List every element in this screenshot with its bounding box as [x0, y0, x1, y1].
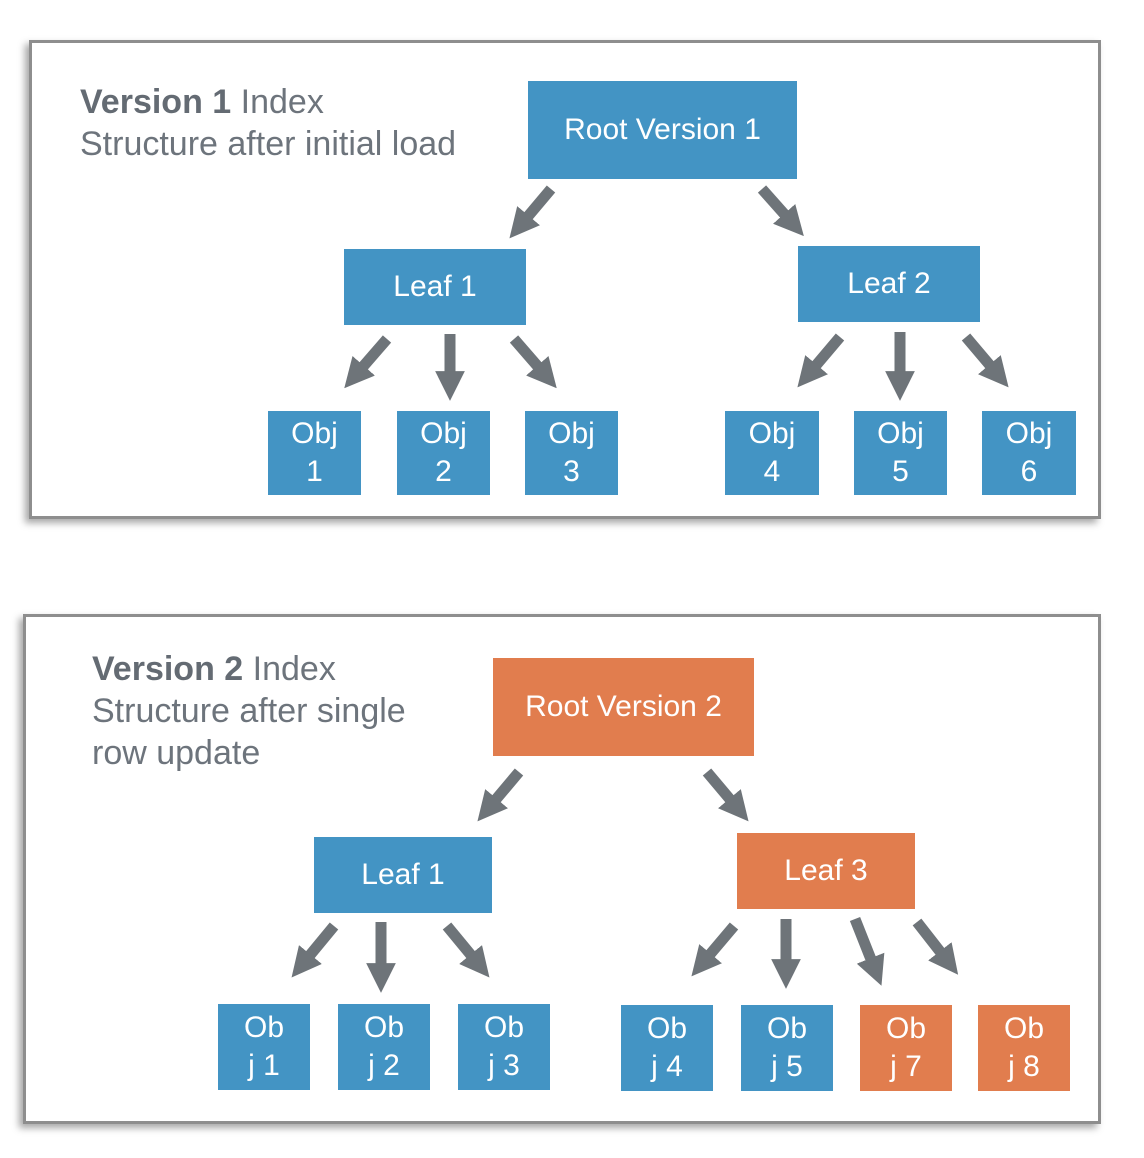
arrow-leaf-1-to-obj-1 — [291, 922, 339, 978]
node-label-line1: Obj — [748, 417, 796, 450]
arrow-leaf-3-to-obj-4 — [691, 922, 739, 977]
root-version-1-node: Root Version 1 — [528, 81, 797, 179]
node-label: Leaf 1 — [361, 858, 445, 891]
node-label-line2: j 4 — [651, 1050, 683, 1083]
arrow-root-to-leaf-3 — [702, 768, 749, 822]
version-1-arrows — [344, 185, 1009, 401]
node-label-line1: Obj — [1005, 417, 1053, 450]
leaf-2-node: Leaf 2 — [798, 246, 980, 322]
node-label-line2: 4 — [763, 455, 781, 488]
version-2-panel: Version 2 Index Structure after single r… — [23, 614, 1101, 1124]
version-1-panel: Version 1 Index Structure after initial … — [29, 40, 1101, 519]
arrow-leaf-1-to-obj-1 — [344, 335, 392, 389]
node-label-line1: Ob — [1003, 1012, 1045, 1045]
node-label-line2: j 5 — [771, 1050, 803, 1083]
obj-3-node: Obj 3 — [525, 411, 618, 495]
node-label-line2: 3 — [563, 455, 580, 488]
obj-5-node: Ob j 5 — [741, 1005, 833, 1091]
arrow-leaf-3-to-obj-8 — [912, 918, 959, 975]
obj-2-node: Ob j 2 — [338, 1004, 430, 1090]
arrow-leaf-1-to-obj-3 — [509, 335, 557, 389]
title-rest: Index — [243, 650, 336, 688]
node-label-line1: Obj — [420, 417, 467, 450]
title-bold: Version 1 — [80, 83, 232, 121]
node-label-line2: j 7 — [890, 1050, 922, 1083]
obj-2-node: Obj 2 — [397, 411, 490, 495]
node-label-line2: 1 — [306, 455, 323, 488]
obj-5-node: Obj 5 — [854, 411, 947, 495]
obj-7-node: Ob j 7 — [860, 1005, 952, 1091]
node-label-line2: j 8 — [1008, 1050, 1040, 1083]
node-label-line2: 6 — [1020, 455, 1038, 488]
node-label-line1: Obj — [291, 417, 338, 450]
obj-3-node: Ob j 3 — [458, 1004, 550, 1090]
obj-4-node: Obj 4 — [725, 411, 819, 495]
title-subtitle-line2: row update — [92, 734, 261, 772]
node-label: Leaf 1 — [393, 270, 477, 303]
title-rest: Index — [231, 83, 324, 121]
arrow-leaf-2-to-obj-6 — [961, 333, 1009, 388]
node-label-line2: j 3 — [488, 1049, 520, 1082]
arrow-root-to-leaf-1 — [509, 185, 556, 239]
node-label-line1: Ob — [766, 1012, 808, 1045]
obj-4-node: Ob j 4 — [621, 1005, 713, 1091]
title-subtitle-line1: Structure after single — [92, 692, 406, 730]
version-1-title: Version 1 Index Structure after initial … — [80, 81, 456, 165]
obj-1-node: Obj 1 — [268, 411, 361, 495]
obj-1-node: Ob j 1 — [218, 1004, 310, 1090]
leaf-1-node: Leaf 1 — [314, 837, 492, 913]
title-subtitle: Structure after initial load — [80, 125, 457, 163]
root-version-2-node: Root Version 2 — [493, 658, 754, 756]
title-bold: Version 2 — [92, 650, 244, 688]
node-label-line1: Obj — [548, 417, 595, 450]
arrow-root-to-leaf-1 — [477, 768, 524, 822]
node-label-line1: Ob — [483, 1011, 525, 1044]
arrow-root-to-leaf-2 — [757, 185, 804, 237]
node-label-line1: Ob — [243, 1011, 285, 1044]
node-label: Root Version 2 — [525, 690, 722, 723]
node-label-line1: Ob — [363, 1011, 405, 1044]
arrow-leaf-2-to-obj-4 — [797, 333, 845, 388]
leaf-1-node: Leaf 1 — [344, 249, 526, 325]
arrow-leaf-1-to-obj-3 — [442, 922, 490, 978]
node-label: Root Version 1 — [564, 113, 761, 146]
obj-6-node: Obj 6 — [982, 411, 1076, 495]
version-2-arrows — [291, 768, 959, 993]
node-label-line2: 2 — [435, 455, 452, 488]
leaf-3-node: Leaf 3 — [737, 833, 915, 909]
obj-8-node: Ob j 8 — [978, 1005, 1070, 1091]
node-label: Leaf 2 — [847, 267, 931, 300]
version-2-title: Version 2 Index Structure after single r… — [92, 648, 406, 774]
node-label: Leaf 3 — [784, 854, 868, 887]
node-label-line1: Ob — [646, 1012, 688, 1045]
node-label-line2: j 1 — [248, 1049, 280, 1082]
node-label-line1: Ob — [885, 1012, 927, 1045]
node-label-line1: Obj — [877, 417, 924, 450]
node-label-line2: 5 — [892, 455, 909, 488]
node-label-line2: j 2 — [368, 1049, 400, 1082]
arrow-leaf-3-to-obj-7 — [849, 916, 885, 986]
